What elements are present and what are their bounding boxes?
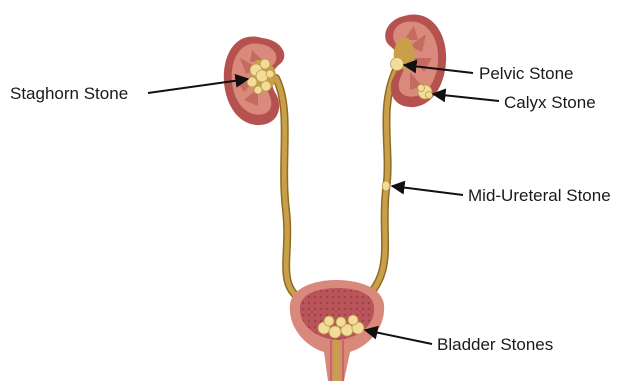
arrow-bladder [365, 330, 432, 344]
label-bladder-stones: Bladder Stones [437, 335, 553, 354]
label-mid-ureteral-stone: Mid-Ureteral Stone [468, 186, 611, 205]
label-staghorn-stone: Staghorn Stone [10, 84, 128, 103]
ureter-left [276, 78, 312, 305]
ureter-right [358, 70, 396, 305]
pelvic-stone [391, 58, 404, 71]
label-pelvic-stone: Pelvic Stone [479, 64, 574, 83]
arrow-mid-ureteral [392, 186, 463, 195]
label-calyx-stone: Calyx Stone [504, 93, 596, 112]
mid-ureteral-stone [382, 181, 390, 191]
arrow-calyx [433, 94, 499, 101]
